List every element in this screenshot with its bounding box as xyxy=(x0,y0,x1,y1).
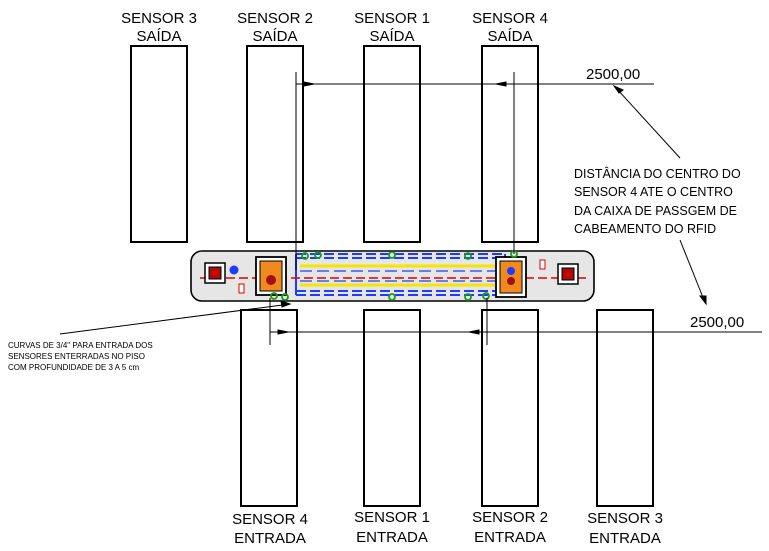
sensor-bottom-2-name: SENSOR 1 xyxy=(354,509,430,526)
left-note-leader xyxy=(59,300,292,335)
sensor-1-saida-column xyxy=(363,45,421,243)
sensor-2-entrada-column xyxy=(481,309,539,507)
left-junction-box xyxy=(255,256,287,296)
sensor-top-4-name: SENSOR 4 xyxy=(472,10,548,27)
bottom-dimension-value: 2500,00 xyxy=(690,314,744,331)
sensor-top-4-sub: SAÍDA xyxy=(487,28,532,45)
left-note-line-3: COM PROFUNDIDADE DE 3 A 5 cm xyxy=(8,363,139,372)
left-note: CURVAS DE 3/4" PARA ENTRADA DOS SENSORES… xyxy=(8,341,153,372)
sensor-4-saida-column xyxy=(481,45,539,243)
right-note-leader xyxy=(612,84,707,306)
cable-tray-panel xyxy=(190,250,595,302)
sensor-3-saida-column xyxy=(130,45,188,243)
right-end-box xyxy=(557,263,579,285)
left-note-line-2: SENSORES ENTERRADAS NO PISO xyxy=(8,352,145,361)
left-note-line-1: CURVAS DE 3/4" PARA ENTRADA DOS xyxy=(8,341,153,350)
sensor-bottom-1-name: SENSOR 4 xyxy=(232,511,308,528)
sensor-bottom-1-sub: ENTRADA xyxy=(234,530,306,547)
sensor-4-entrada-column xyxy=(240,309,298,507)
right-note-line-1: DISTÂNCIA DO CENTRO DO xyxy=(574,166,741,181)
left-small-tag xyxy=(238,283,245,294)
top-sensors: SENSOR 3 SAÍDA SENSOR 2 SAÍDA SENSOR 1 S… xyxy=(121,10,548,243)
sensor-bottom-4-sub: ENTRADA xyxy=(589,530,661,547)
sensor-bottom-3-name: SENSOR 2 xyxy=(472,509,548,526)
right-note-line-3: DA CAIXA DE PASSGEM DE xyxy=(574,204,737,218)
sensor-top-1-sub: SAÍDA xyxy=(136,28,181,45)
sensor-top-2-sub: SAÍDA xyxy=(252,28,297,45)
right-note-line-2: SENSOR 4 ATE O CENTRO xyxy=(574,185,733,199)
panel-base xyxy=(190,250,595,302)
left-end-box xyxy=(204,262,226,284)
sensor-1-entrada-column xyxy=(363,309,421,507)
sensor-2-saida-column xyxy=(246,45,304,243)
right-note: DISTÂNCIA DO CENTRO DO SENSOR 4 ATE O CE… xyxy=(574,166,741,236)
sensor-3-entrada-column xyxy=(596,309,654,507)
left-blue-dot xyxy=(229,265,239,275)
sensor-top-3-name: SENSOR 1 xyxy=(354,10,430,27)
sensor-top-2-name: SENSOR 2 xyxy=(237,10,313,27)
sensor-top-3-sub: SAÍDA xyxy=(369,28,414,45)
right-junction-box xyxy=(495,256,527,298)
right-small-tag xyxy=(539,259,546,270)
bottom-sensors: SENSOR 4 ENTRADA SENSOR 1 ENTRADA SENSOR… xyxy=(232,309,663,547)
sensor-bottom-3-sub: ENTRADA xyxy=(474,529,546,546)
bottom-dimension xyxy=(269,298,762,345)
top-dimension-value: 2500,00 xyxy=(586,66,640,83)
sensor-bottom-2-sub: ENTRADA xyxy=(356,529,428,546)
top-dimension xyxy=(295,72,654,270)
sensor-top-1-name: SENSOR 3 xyxy=(121,10,197,27)
sensor-bottom-4-name: SENSOR 3 xyxy=(587,510,663,527)
right-note-line-4: CABEAMENTO DO RFID xyxy=(574,222,716,236)
